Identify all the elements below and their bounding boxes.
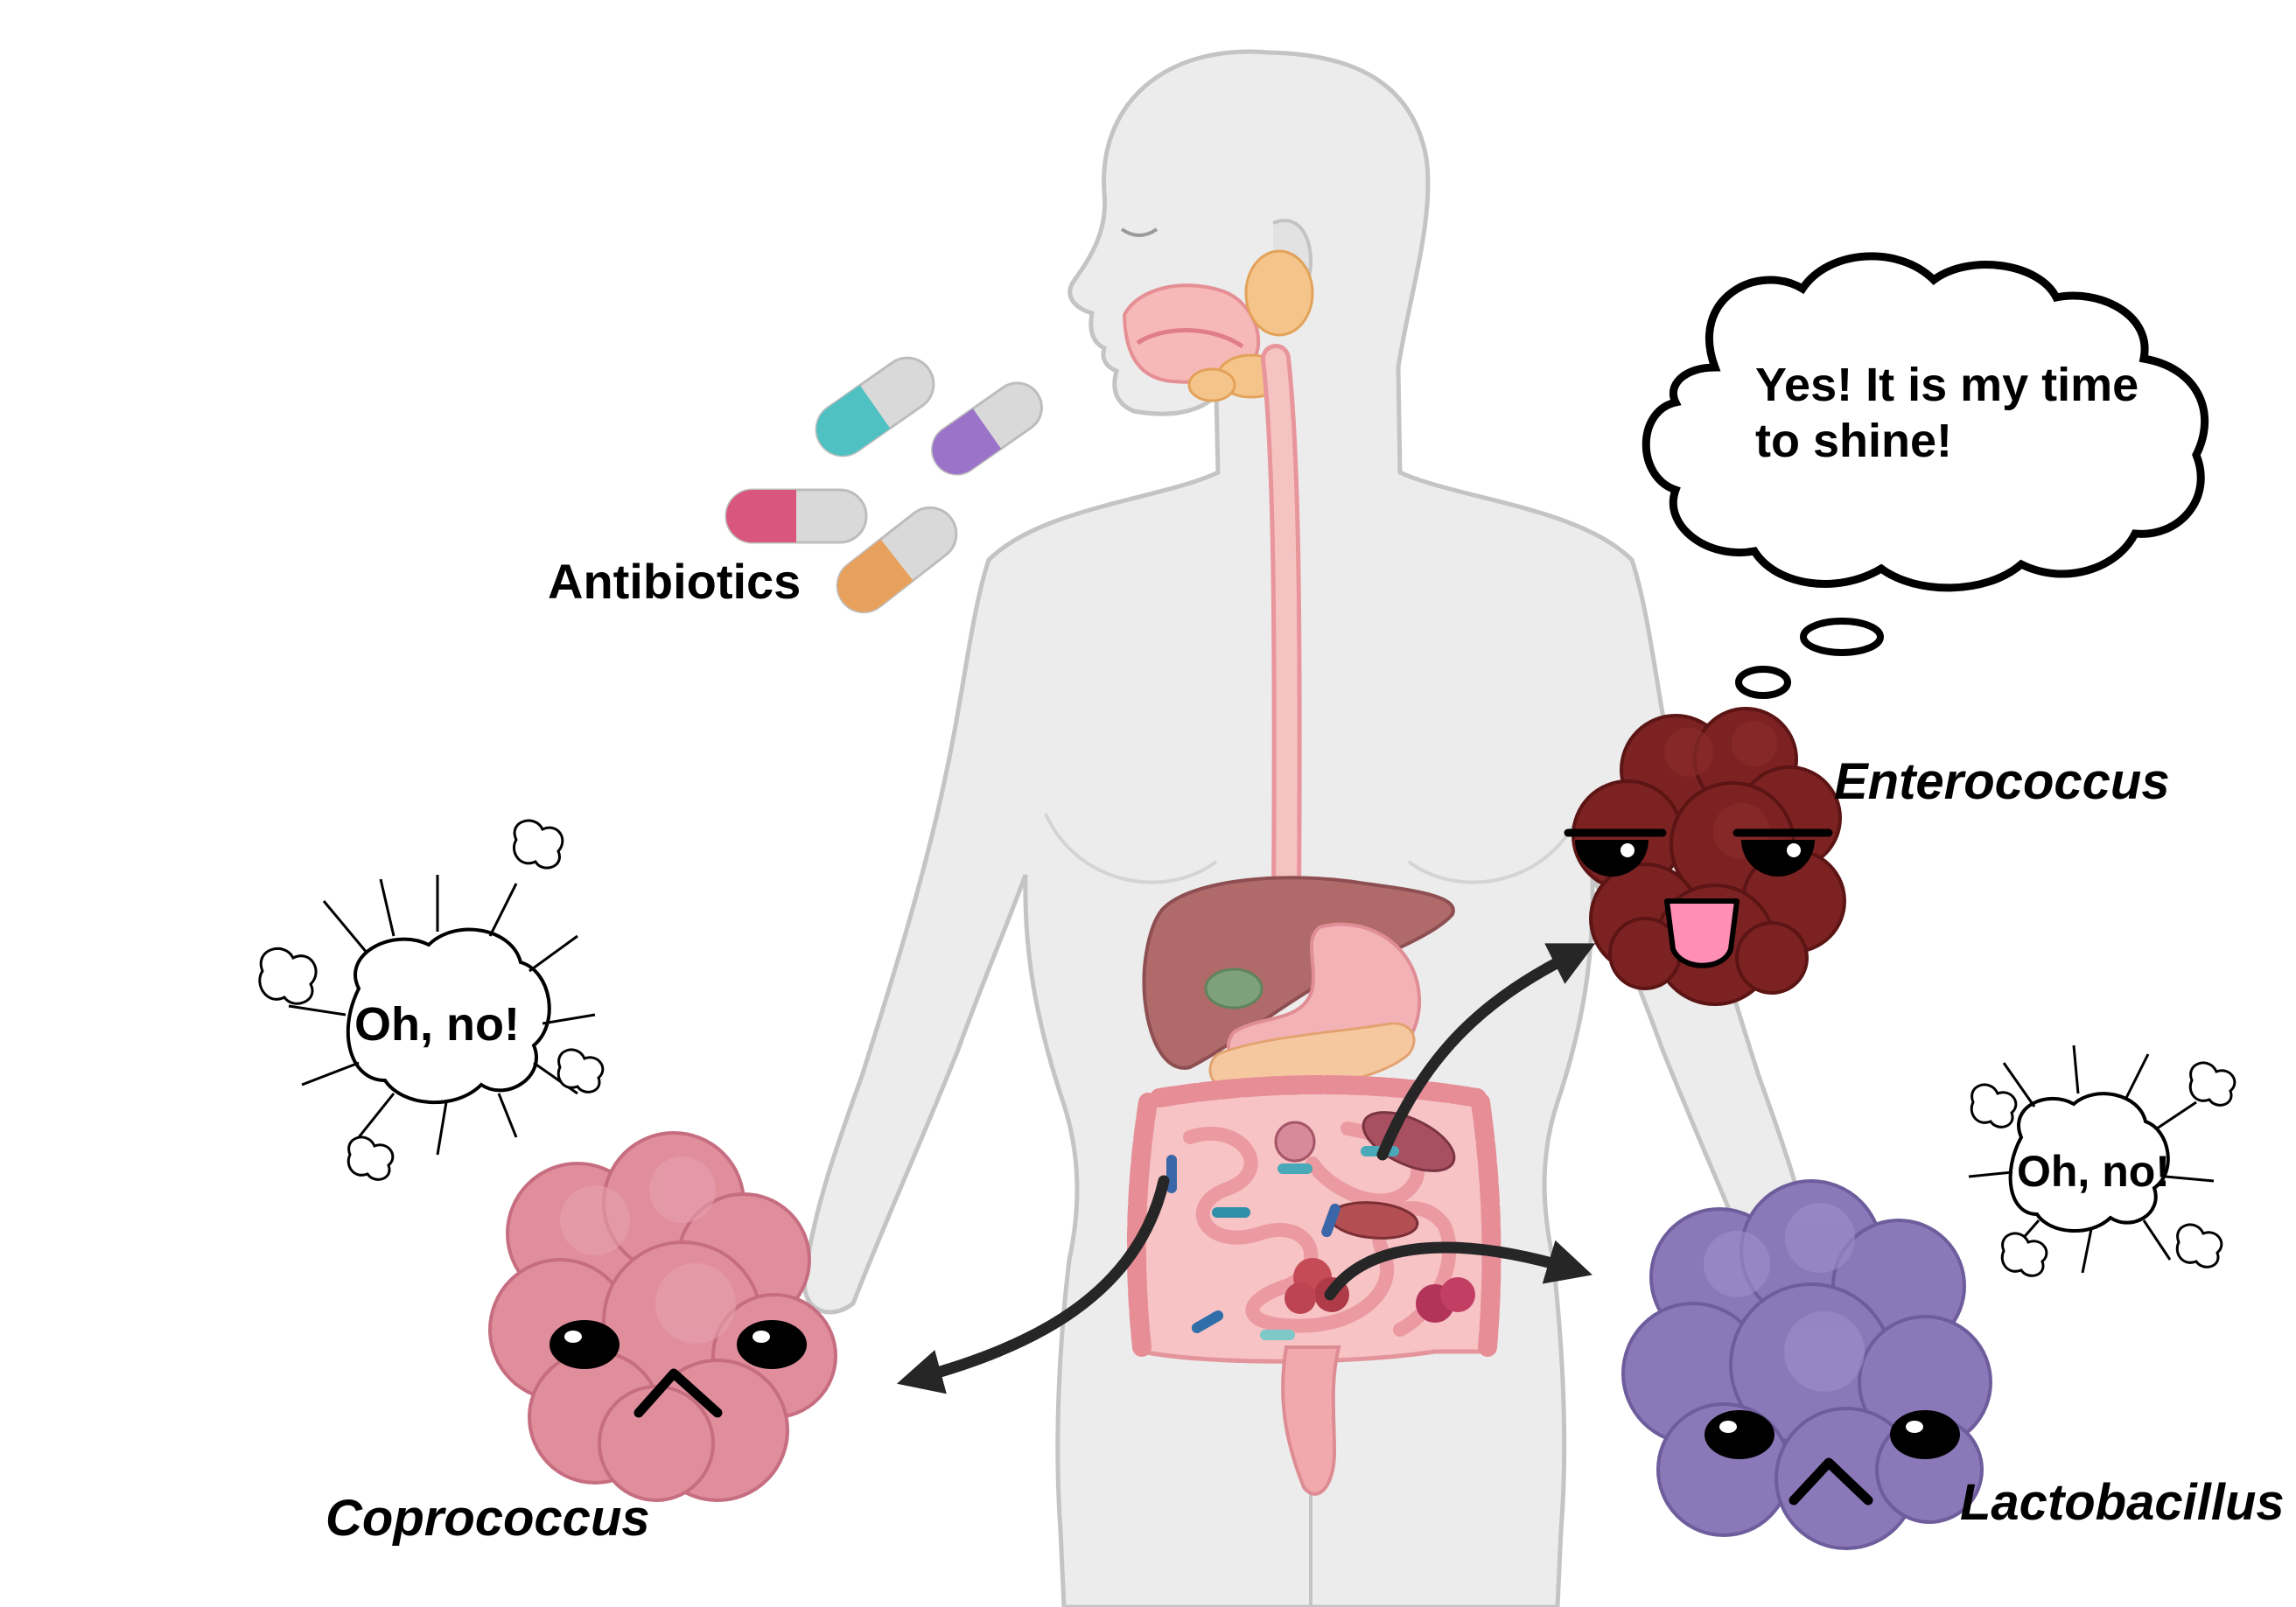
thought-cloud-icon [1646,256,2204,695]
capsule-icon [923,374,1052,484]
exclamation-right-label: Oh, no! [2017,1146,2170,1197]
lactobacillus-label: Lactobacillus [1960,1473,2285,1532]
bacteria-cluster-icon [490,1133,836,1500]
capsule-icon [806,347,943,465]
exclamation-left-label: Oh, no! [354,997,520,1052]
thought-bubble-text: Yes! It is my time to shine! [1755,357,2138,469]
antibiotics-label: Antibiotics [548,553,801,610]
bacteria-cluster-icon [1623,1181,1991,1548]
coprococcus-label: Coprococcus [326,1489,650,1548]
enterococcus-label: Enterococcus [1834,752,2170,811]
tongue-icon [1667,901,1737,966]
thought-bubble-line-1: Yes! It is my time [1755,359,2138,411]
thought-bubble-line-2: to shine! [1755,415,1952,467]
capsule-icon [726,490,866,542]
